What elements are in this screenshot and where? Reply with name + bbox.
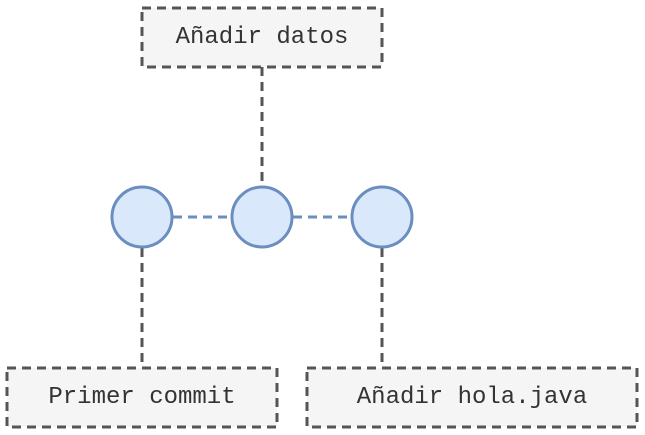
label-box-bottom-right-frame bbox=[305, 366, 639, 429]
label-box-top: Añadir datos bbox=[140, 6, 384, 69]
label-top-text: Añadir datos bbox=[176, 24, 349, 51]
label-box-bottom-left: Primer commit bbox=[5, 366, 279, 429]
commit-node-1 bbox=[110, 185, 174, 249]
label-box-top-frame bbox=[140, 6, 384, 69]
label-bottom-left-text: Primer commit bbox=[48, 384, 235, 411]
commit-node-2 bbox=[230, 185, 294, 249]
label-box-bottom-left-frame bbox=[5, 366, 279, 429]
label-box-bottom-right: Añadir hola.java bbox=[305, 366, 639, 429]
label-bottom-right-text: Añadir hola.java bbox=[357, 384, 587, 411]
commit-node-3 bbox=[350, 185, 414, 249]
